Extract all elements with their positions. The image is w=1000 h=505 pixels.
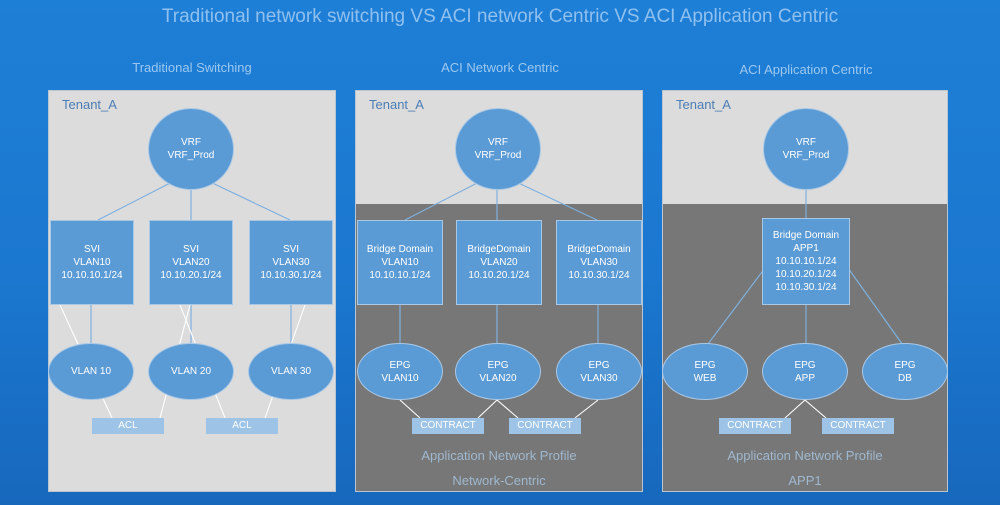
- bridge-domain-subnet: 10.10.10.1/24: [775, 256, 837, 267]
- vlan-label: VLAN 30: [270, 366, 312, 377]
- epg-vlan20-node: EPG VLAN20: [455, 343, 541, 400]
- bridge-domain-subnet: 10.10.20.1/24: [775, 269, 837, 280]
- vrf-node: VRF VRF_Prod: [148, 108, 234, 190]
- svi-label: SVI: [83, 244, 101, 255]
- epg-label: EPG: [894, 359, 916, 371]
- bridge-domain-vlan: VLAN30: [580, 257, 618, 268]
- vrf-label: VRF: [796, 137, 816, 148]
- svi-vlan30-box: SVI VLAN30 10.10.30.1/24: [249, 220, 333, 305]
- epg-web-node: EPG WEB: [662, 343, 748, 400]
- anp-name: Network-Centric: [452, 473, 546, 488]
- svi-subnet: 10.10.30.1/24: [260, 270, 322, 281]
- anp-name: APP1: [788, 473, 822, 488]
- vlan20-node: VLAN 20: [148, 343, 234, 400]
- epg-label: EPG: [794, 359, 816, 371]
- tenant-label: Tenant_A: [369, 97, 424, 112]
- tenant-label: Tenant_A: [62, 97, 117, 112]
- epg-name: VLAN10: [381, 372, 419, 384]
- column-heading-traditional: Traditional Switching: [132, 60, 252, 75]
- bridge-domain-label: BridgeDomain: [567, 244, 631, 255]
- svi-label: SVI: [182, 244, 200, 255]
- epg-name: APP: [794, 372, 815, 384]
- epg-label: EPG: [588, 359, 610, 371]
- epg-name: VLAN20: [479, 372, 517, 384]
- vlan-label: VLAN 10: [70, 366, 112, 377]
- bridge-domain-label: Bridge Domain: [366, 244, 434, 255]
- epg-label: EPG: [389, 359, 411, 371]
- svi-subnet: 10.10.10.1/24: [61, 270, 123, 281]
- epg-name: VLAN30: [580, 372, 618, 384]
- svi-vlan: VLAN10: [73, 257, 111, 268]
- contract-tag: CONTRACT: [412, 418, 484, 434]
- bridge-domain-label: BridgeDomain: [467, 244, 531, 255]
- bridge-domain-label: Bridge Domain: [772, 230, 840, 241]
- contract-tag: CONTRACT: [822, 418, 894, 434]
- vrf-name: VRF_Prod: [782, 150, 830, 161]
- svi-vlan10-box: SVI VLAN10 10.10.10.1/24: [50, 220, 134, 305]
- svi-vlan20-box: SVI VLAN20 10.10.20.1/24: [149, 220, 233, 305]
- svi-subnet: 10.10.20.1/24: [160, 270, 222, 281]
- vrf-node: VRF VRF_Prod: [763, 108, 849, 190]
- vlan30-node: VLAN 30: [248, 343, 334, 400]
- bridge-domain-vlan: VLAN20: [480, 257, 518, 268]
- bridge-domain-subnet: 10.10.10.1/24: [369, 270, 431, 281]
- vrf-node: VRF VRF_Prod: [455, 108, 541, 190]
- vrf-label: VRF: [181, 137, 201, 148]
- bridge-domain-subnet: 10.10.30.1/24: [775, 282, 837, 293]
- svi-label: SVI: [282, 244, 300, 255]
- epg-db-node: EPG DB: [862, 343, 948, 400]
- bridge-domain-vlan20-box: BridgeDomain VLAN20 10.10.20.1/24: [456, 220, 542, 305]
- contract-tag: CONTRACT: [509, 418, 581, 434]
- column-heading-network-centric: ACI Network Centric: [441, 60, 559, 75]
- svi-vlan: VLAN30: [272, 257, 310, 268]
- epg-label: EPG: [487, 359, 509, 371]
- epg-vlan30-node: EPG VLAN30: [556, 343, 642, 400]
- bridge-domain-subnet: 10.10.20.1/24: [468, 270, 530, 281]
- contract-tag: CONTRACT: [719, 418, 791, 434]
- diagram-title: Traditional network switching VS ACI net…: [161, 6, 839, 27]
- epg-name: DB: [898, 372, 912, 384]
- tenant-label: Tenant_A: [676, 97, 731, 112]
- bridge-domain-name: APP1: [793, 243, 819, 254]
- bridge-domain-app1-box: Bridge Domain APP1 10.10.10.1/24 10.10.2…: [762, 218, 850, 305]
- acl-tag: ACL: [92, 418, 164, 434]
- bridge-domain-vlan30-box: BridgeDomain VLAN30 10.10.30.1/24: [556, 220, 642, 305]
- anp-title: Application Network Profile: [727, 448, 883, 463]
- epg-vlan10-node: EPG VLAN10: [357, 343, 443, 400]
- vrf-name: VRF_Prod: [167, 150, 215, 161]
- acl-tag: ACL: [206, 418, 278, 434]
- epg-label: EPG: [694, 359, 716, 371]
- bridge-domain-subnet: 10.10.30.1/24: [568, 270, 630, 281]
- anp-title: Application Network Profile: [421, 448, 577, 463]
- svi-vlan: VLAN20: [172, 257, 210, 268]
- bridge-domain-vlan: VLAN10: [381, 257, 419, 268]
- vlan10-node: VLAN 10: [48, 343, 134, 400]
- vlan-label: VLAN 20: [170, 366, 212, 377]
- epg-app-node: EPG APP: [762, 343, 848, 400]
- vrf-name: VRF_Prod: [474, 150, 522, 161]
- column-heading-application-centric: ACI Application Centric: [739, 62, 873, 77]
- epg-name: WEB: [693, 372, 717, 384]
- bridge-domain-vlan10-box: Bridge Domain VLAN10 10.10.10.1/24: [357, 220, 443, 305]
- vrf-label: VRF: [488, 137, 508, 148]
